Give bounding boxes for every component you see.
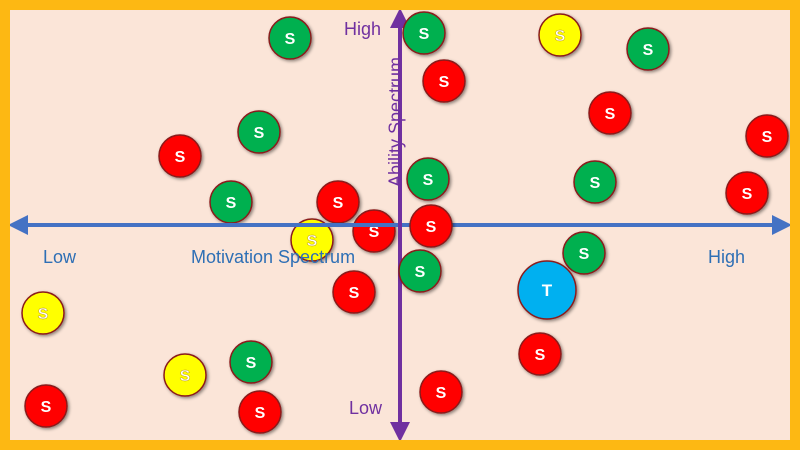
red-student-marker: S bbox=[316, 180, 360, 224]
green-student-marker: S bbox=[229, 340, 273, 384]
marker-label: S bbox=[307, 233, 318, 250]
marker-disc bbox=[21, 291, 65, 335]
marker-disc bbox=[573, 160, 617, 204]
motivation-axis-label: Motivation Spectrum bbox=[191, 247, 356, 267]
marker-label: S bbox=[333, 195, 344, 212]
marker-label: T bbox=[542, 281, 553, 300]
marker-label: S bbox=[423, 172, 434, 189]
red-student-marker: S bbox=[332, 270, 376, 314]
motivation-low-label: Low bbox=[43, 247, 77, 267]
green-student-marker: S bbox=[406, 157, 450, 201]
marker-disc bbox=[745, 114, 789, 158]
marker-disc bbox=[518, 332, 562, 376]
marker-disc bbox=[158, 134, 202, 178]
red-student-marker: S bbox=[419, 370, 463, 414]
green-student-marker: S bbox=[573, 160, 617, 204]
marker-label: S bbox=[762, 129, 773, 146]
marker-label: S bbox=[439, 74, 450, 91]
green-student-marker: S bbox=[268, 16, 312, 60]
red-student-marker: S bbox=[409, 204, 453, 248]
marker-disc bbox=[538, 13, 582, 57]
marker-disc bbox=[725, 171, 769, 215]
green-student-marker: S bbox=[237, 110, 281, 154]
ability-low-label: Low bbox=[349, 398, 383, 418]
yellow-student-marker: S bbox=[538, 13, 582, 57]
motivation-high-label: High bbox=[708, 247, 746, 267]
ability-high-label: High bbox=[344, 19, 382, 39]
marker-disc bbox=[588, 91, 632, 135]
marker-label: S bbox=[419, 26, 430, 43]
marker-label: S bbox=[349, 285, 360, 302]
marker-label: S bbox=[175, 149, 186, 166]
marker-label: S bbox=[590, 175, 601, 192]
marker-disc bbox=[24, 384, 68, 428]
marker-disc bbox=[419, 370, 463, 414]
yellow-student-marker: S bbox=[163, 353, 207, 397]
marker-label: S bbox=[180, 368, 191, 385]
marker-label: S bbox=[579, 246, 590, 263]
marker-label: S bbox=[41, 399, 52, 416]
marker-label: S bbox=[426, 219, 437, 236]
marker-label: S bbox=[254, 125, 265, 142]
marker-label: S bbox=[555, 28, 566, 45]
marker-label: S bbox=[38, 306, 49, 323]
green-student-marker: S bbox=[398, 249, 442, 293]
marker-disc bbox=[237, 110, 281, 154]
marker-disc bbox=[332, 270, 376, 314]
marker-label: S bbox=[226, 195, 237, 212]
marker-disc bbox=[398, 249, 442, 293]
marker-disc bbox=[268, 16, 312, 60]
marker-label: S bbox=[535, 347, 546, 364]
red-student-marker: S bbox=[745, 114, 789, 158]
green-student-marker: S bbox=[402, 11, 446, 55]
marker-label: S bbox=[436, 385, 447, 402]
marker-disc bbox=[409, 204, 453, 248]
marker-disc bbox=[422, 59, 466, 103]
marker-label: S bbox=[643, 42, 654, 59]
marker-disc bbox=[406, 157, 450, 201]
red-student-marker: S bbox=[518, 332, 562, 376]
red-student-marker: S bbox=[352, 209, 396, 253]
marker-disc bbox=[517, 260, 577, 320]
red-student-marker: S bbox=[725, 171, 769, 215]
marker-label: S bbox=[246, 355, 257, 372]
red-student-marker: S bbox=[24, 384, 68, 428]
ability-axis-label: Ability Spectrum bbox=[385, 56, 406, 188]
red-student-marker: S bbox=[238, 390, 282, 434]
marker-disc bbox=[626, 27, 670, 71]
marker-disc bbox=[163, 353, 207, 397]
marker-disc bbox=[402, 11, 446, 55]
green-student-marker: S bbox=[562, 231, 606, 275]
red-student-marker: S bbox=[588, 91, 632, 135]
marker-label: S bbox=[285, 31, 296, 48]
marker-label: S bbox=[742, 186, 753, 203]
marker-disc bbox=[229, 340, 273, 384]
teacher-marker: T bbox=[517, 260, 577, 320]
red-student-marker: S bbox=[422, 59, 466, 103]
yellow-student-marker: S bbox=[21, 291, 65, 335]
marker-disc bbox=[238, 390, 282, 434]
green-student-marker: S bbox=[626, 27, 670, 71]
marker-label: S bbox=[255, 405, 266, 422]
marker-label: S bbox=[415, 264, 426, 281]
marker-label: S bbox=[605, 106, 616, 123]
red-student-marker: S bbox=[158, 134, 202, 178]
green-student-marker: S bbox=[209, 180, 253, 224]
